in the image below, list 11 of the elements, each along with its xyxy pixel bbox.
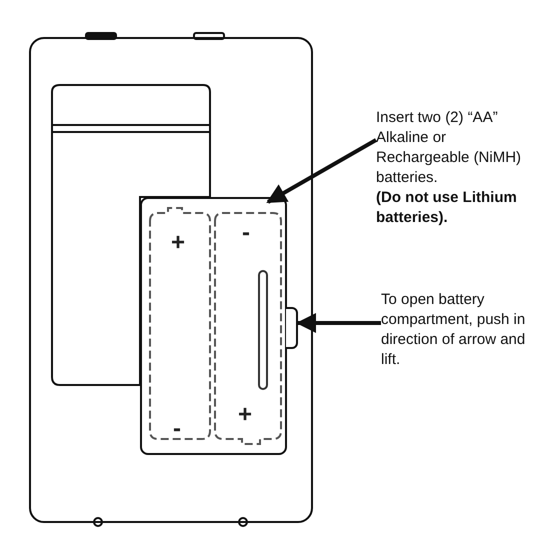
polarity-sign: + xyxy=(238,403,252,427)
warning-text: (Do not use Lithium batteries). xyxy=(376,188,518,228)
polarity-sign: + xyxy=(171,231,186,255)
battery-cover xyxy=(140,197,287,455)
instruction-text: Insert two (2) “AA” Alkaline or Rechargeable (NiMH) batteries. xyxy=(376,108,522,188)
instruction-text: To open battery compartment, push in direction of arrow and lift. xyxy=(381,290,527,372)
arrow xyxy=(296,313,381,333)
arrow xyxy=(266,138,377,204)
latch-tab xyxy=(286,307,298,349)
polarity-sign: - xyxy=(173,417,181,441)
polarity-sign: - xyxy=(242,221,250,245)
